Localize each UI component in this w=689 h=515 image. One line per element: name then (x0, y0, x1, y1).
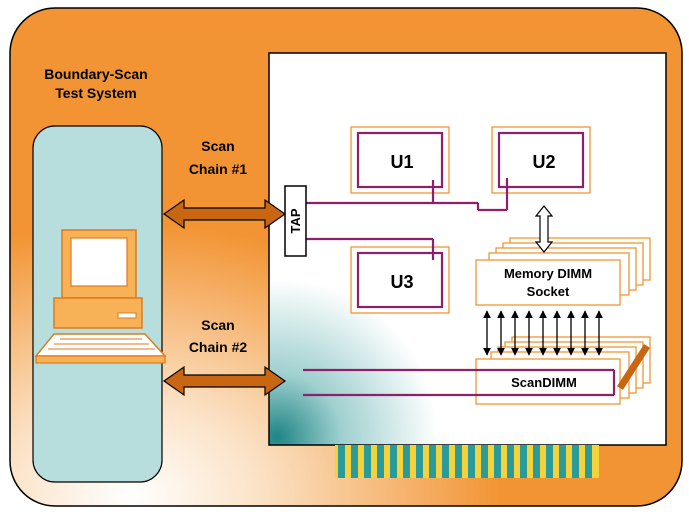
dimm-signal-arrows (483, 310, 603, 356)
memory-dimm-socket-stack (475, 237, 651, 306)
chain2-label-line1: Scan (201, 317, 234, 333)
memory-label-line2: Socket (527, 284, 570, 299)
scan-chain2-arrow (162, 365, 287, 397)
chip-u3-label: U3 (390, 272, 413, 292)
tap-label: TAP (288, 208, 303, 233)
system-title-line1: Boundary-Scan (44, 66, 147, 82)
edge-connector (335, 445, 599, 478)
chain2-label-line2: Chain #2 (189, 339, 248, 355)
memory-label-line1: Memory DIMM (504, 266, 592, 281)
scandimm-latch (617, 344, 650, 390)
chip-u3 (350, 246, 450, 314)
tap-box (284, 185, 307, 257)
u2-socket-arrow (534, 205, 554, 253)
chip-u2 (491, 126, 591, 194)
chip-u2-label: U2 (532, 152, 555, 172)
chain1-label-line1: Scan (201, 138, 234, 154)
scan-chain1-arrow (162, 198, 287, 230)
system-title-line2: Test System (55, 85, 136, 101)
scan-chain2-trace (303, 368, 616, 397)
chip-u1-label: U1 (390, 152, 413, 172)
computer-icon (34, 229, 167, 364)
scandimm-label: ScanDIMM (511, 375, 577, 390)
scan-chain1-trace (303, 178, 509, 260)
chip-u1 (350, 126, 450, 194)
chain1-label-line2: Chain #1 (189, 161, 248, 177)
